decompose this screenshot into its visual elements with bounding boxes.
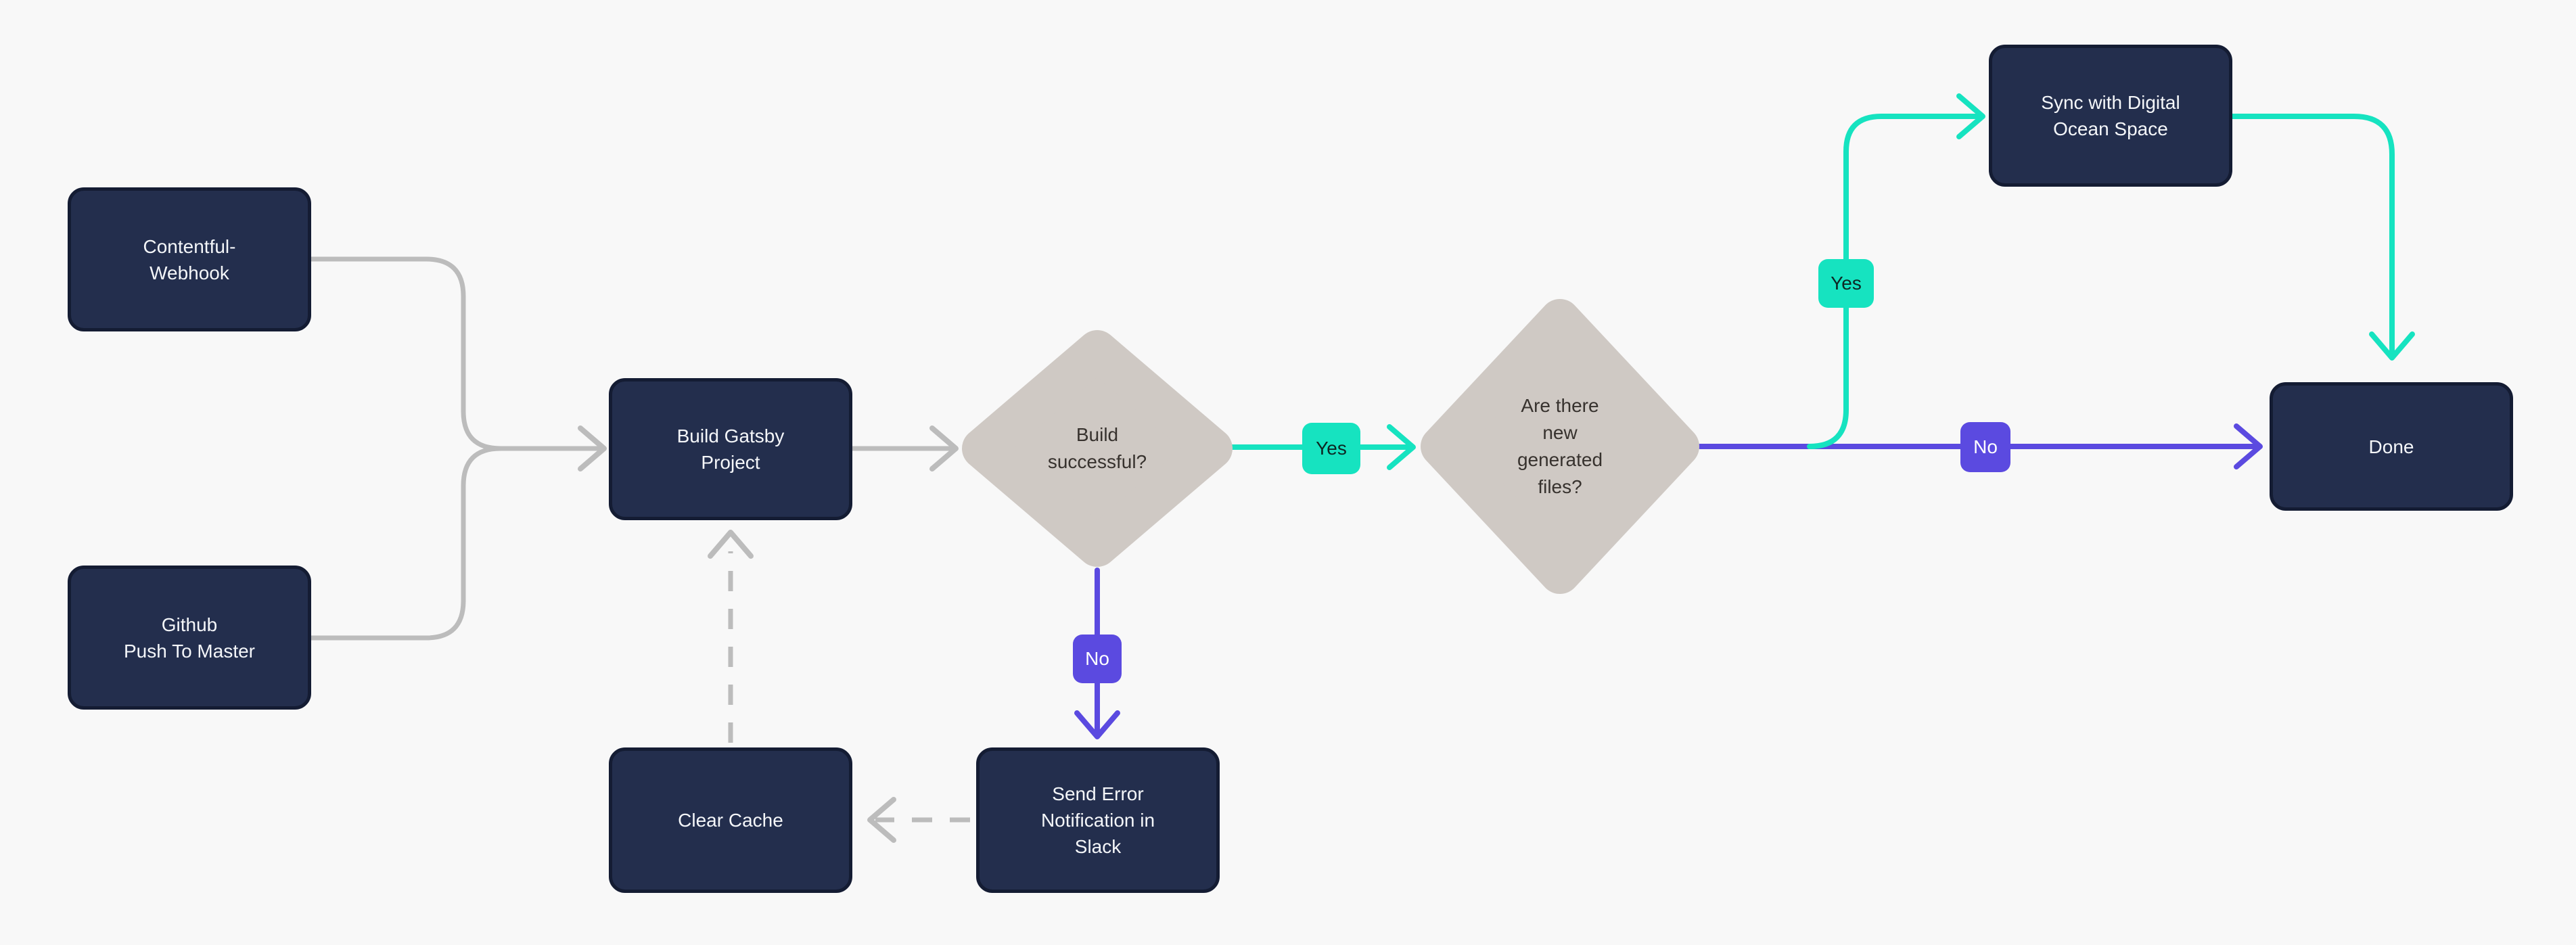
- edge-label-yes-build[interactable]: Yes: [1302, 423, 1360, 474]
- diamond-new-files[interactable]: [1421, 299, 1699, 594]
- node-sync-space[interactable]: Sync with Digital Ocean Space: [1989, 45, 2232, 187]
- node-done-label: Done: [2368, 436, 2414, 457]
- arrowhead-into-done-left: [2234, 423, 2263, 469]
- diamond-build-successful-label: Build successful?: [1047, 424, 1147, 472]
- edge-label-no-files[interactable]: No: [1960, 422, 2010, 472]
- diamond-new-files-label: Are there new generated files?: [1517, 395, 1603, 497]
- node-contentful-webhook[interactable]: Contentful- Webhook: [68, 187, 311, 331]
- arrowhead-into-build-successful: [929, 425, 959, 471]
- edge-label-no-files-text: No: [1973, 436, 1998, 457]
- edge-label-no-build-text: No: [1085, 648, 1109, 669]
- edge-contentful-to-merge: [308, 256, 503, 451]
- node-done[interactable]: Done: [2270, 382, 2513, 511]
- node-send-error[interactable]: Send Error Notification in Slack: [976, 747, 1220, 893]
- node-clear-cache-label: Clear Cache: [678, 810, 783, 831]
- node-contentful-webhook-label: Contentful- Webhook: [143, 235, 236, 283]
- node-github-push-label: Github Push To Master: [123, 614, 256, 662]
- arrowhead-into-newfiles-left: [1387, 424, 1416, 470]
- edge-label-yes-files-text: Yes: [1831, 273, 1862, 294]
- edge-github-to-merge: [308, 446, 503, 641]
- arrowhead-into-done-top: [2369, 331, 2415, 361]
- edge-label-yes-build-text: Yes: [1316, 438, 1347, 459]
- node-github-push[interactable]: Github Push To Master: [68, 566, 311, 710]
- node-build-gatsby-label: Build Gatsby Project: [676, 425, 785, 473]
- node-build-gatsby[interactable]: Build Gatsby Project: [609, 378, 852, 520]
- edge-label-no-build[interactable]: No: [1073, 635, 1122, 683]
- node-sync-space-label: Sync with Digital Ocean Space: [2041, 92, 2180, 139]
- edge-newfiles-yes-to-sync: [1807, 114, 1981, 449]
- node-send-error-label: Send Error Notification in Slack: [1040, 783, 1155, 857]
- node-clear-cache[interactable]: Clear Cache: [609, 747, 852, 893]
- diamond-build-successful[interactable]: [962, 330, 1233, 567]
- arrowhead-into-build-left: [578, 425, 607, 471]
- edge-sync-to-done: [2230, 114, 2395, 356]
- arrowhead-into-send-error-top: [1074, 710, 1120, 739]
- arrowhead-into-sync-left: [1956, 93, 1985, 139]
- arrowhead-into-clear-cache-right: [867, 797, 896, 843]
- edge-label-yes-files[interactable]: Yes: [1818, 259, 1874, 308]
- arrowhead-into-build-bottom: [708, 530, 754, 559]
